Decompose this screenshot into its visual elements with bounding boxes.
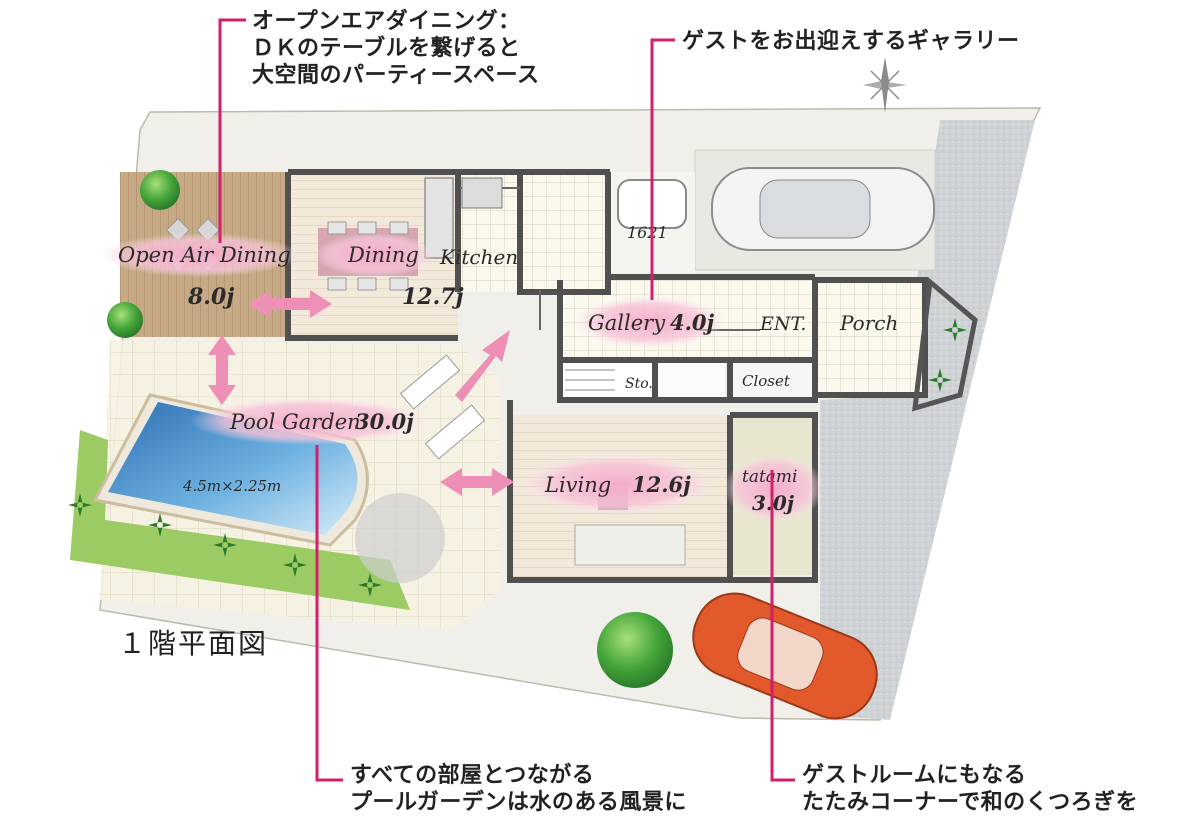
highlight-gallery (575, 296, 725, 348)
callout-text: ＤＫのテーブルを繋げると (252, 36, 521, 61)
highlight-open-air-dining (100, 233, 300, 277)
car-icon (692, 592, 878, 720)
callout-pool-garden: すべての部屋とつながる プールガーデンは水のある風景に (350, 762, 687, 816)
car-icon (711, 167, 935, 251)
room-area-pool-garden: 30.0j (355, 409, 414, 434)
callout-text: たたみコーナーで和のくつろぎを (802, 790, 1139, 815)
room-label-pool-garden: Pool Garden (229, 410, 361, 434)
room-label-closet: Closet (742, 372, 791, 390)
callout-open-air-dining: オープンエアダイニング： ＤＫのテーブルを繋げると 大空間のパーティースペース (252, 8, 539, 89)
palm-tree-icon (68, 318, 967, 597)
room-label-entrance: ENT. (759, 313, 806, 335)
sun-loungers (399, 354, 486, 460)
callout-gallery: ゲストをお出迎えするギャラリー (682, 28, 1020, 55)
highlight-dining (315, 233, 435, 277)
room-label-gallery: Gallery (588, 311, 666, 335)
room-area-open-air-dining: 8.0j (187, 284, 234, 310)
floor-title: １階平面図 (118, 627, 269, 660)
planter (912, 277, 978, 412)
callout-text: プールガーデンは水のある風景に (350, 790, 687, 815)
tree-icon (107, 302, 143, 338)
tree-icon (140, 170, 180, 210)
stairs (565, 369, 615, 391)
lawn-strip (70, 430, 410, 610)
dining-chairs (327, 221, 409, 291)
room-label-storage: Sto. (625, 376, 653, 392)
callout-text: ゲストルームにもなる (802, 763, 1027, 788)
highlight-living (523, 454, 713, 514)
room-label-kitchen: Kitchen (439, 245, 518, 269)
room-area-living: 12.6j (632, 472, 691, 497)
room-label-bath: 1621 (627, 223, 668, 242)
sofa (574, 524, 686, 566)
callout-text: オープンエアダイニング： (252, 9, 521, 34)
room-label-open-air-dining: Open Air Dining (118, 243, 291, 267)
tree-icon (355, 493, 445, 583)
kitchen-counter (424, 177, 454, 259)
room-area-gallery: 4.0j (670, 310, 715, 335)
highlight-pool-garden (190, 397, 430, 445)
callout-text: ゲストをお出迎えするギャラリー (682, 29, 1020, 54)
room-label-living: Living (544, 473, 611, 497)
tree-icon (597, 612, 673, 688)
room-label-dining: Dining (347, 243, 419, 267)
callout-leaders (218, 18, 795, 782)
pool-size-label: 4.5m×2.25m (182, 477, 281, 495)
callout-text: すべての部屋とつながる (350, 763, 595, 788)
callout-text: 大空間のパーティースペース (252, 63, 540, 88)
highlight-tatami (724, 453, 824, 523)
callout-tatami: ゲストルームにもなる たたみコーナーで和のくつろぎを (802, 762, 1138, 816)
gravel-area (820, 120, 1035, 720)
flow-arrows (208, 290, 514, 496)
room-label-tatami: tatami (742, 467, 798, 487)
room-label-porch: Porch (839, 311, 898, 335)
room-area-kitchen: 12.7j (402, 284, 464, 310)
compass-icon (863, 57, 907, 113)
